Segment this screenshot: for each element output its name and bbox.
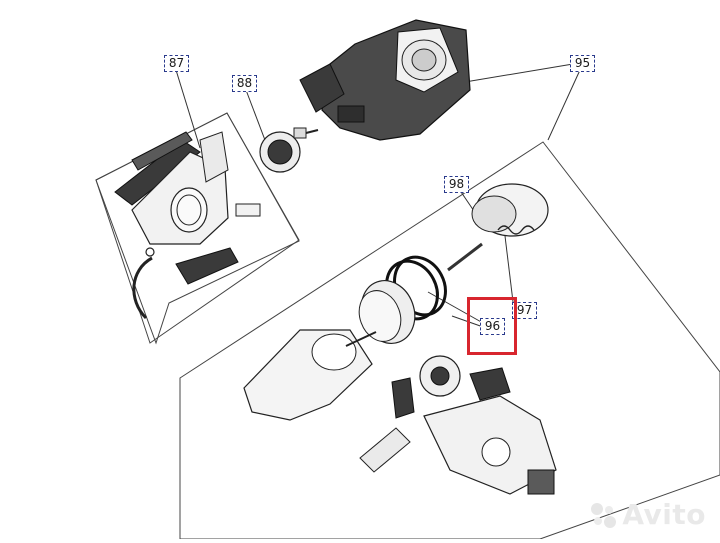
part-87-bracket [114,131,261,320]
avito-logo-icon [588,500,618,530]
part-95-housing [299,19,471,141]
part-gear-assembly [359,355,557,495]
avito-watermark-text: Avito [622,498,706,531]
inset-panel-95 [179,141,720,540]
callout-95[interactable]: 95 [570,55,595,72]
callout-97[interactable]: 97 [512,302,537,319]
part-crank-housing [243,329,377,421]
callout-87[interactable]: 87 [164,55,189,72]
part-88-valve [259,127,319,173]
callout-98[interactable]: 98 [444,176,469,193]
part-piston [358,280,416,344]
highlight-box-96 [467,297,517,355]
part-98-spring-cover [447,183,549,272]
callout-96[interactable]: 96 [480,318,505,335]
callout-88[interactable]: 88 [232,75,257,92]
avito-watermark: Avito [588,498,706,531]
